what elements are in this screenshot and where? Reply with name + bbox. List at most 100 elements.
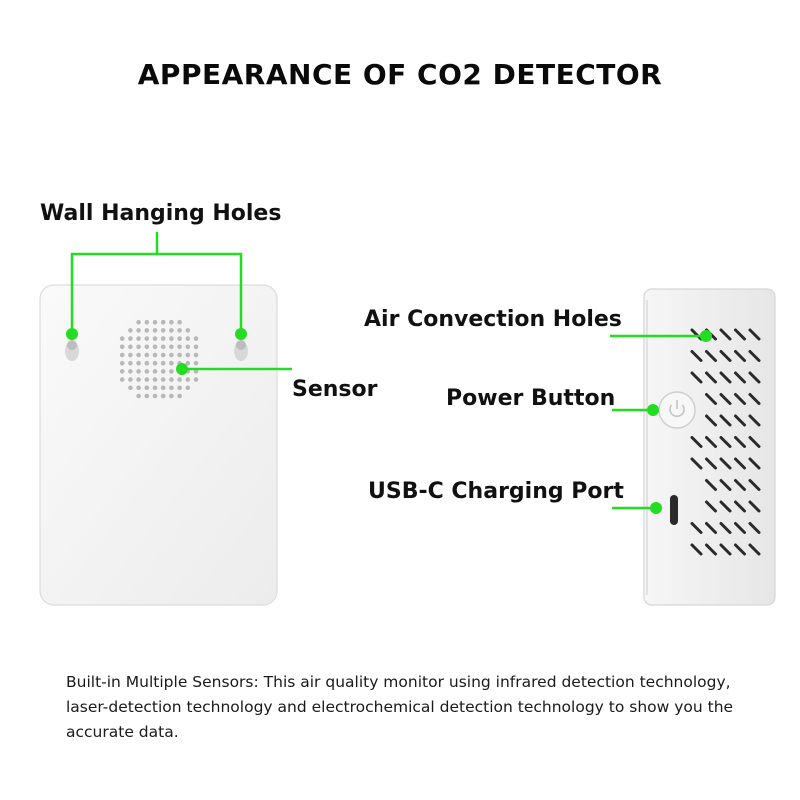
vent-slot <box>719 350 732 362</box>
vent-slot <box>705 350 717 362</box>
product-description: Built-in Multiple Sensors: This air qual… <box>66 673 734 741</box>
vent-slot <box>734 522 746 534</box>
sensor-grille-hole <box>152 369 158 374</box>
sensor-grille-hole <box>152 360 158 366</box>
power-icon <box>669 400 685 418</box>
sensor-grille-hole <box>128 377 133 382</box>
sensor-grille-hole <box>193 344 199 350</box>
vent-slot <box>734 543 746 556</box>
callout-dots <box>66 328 712 514</box>
vent-slot <box>705 522 717 534</box>
vent-slot <box>690 522 703 534</box>
sensor-grille-hole <box>144 319 150 325</box>
sensor-grille-hole <box>169 328 174 333</box>
sensor-grille-hole <box>169 319 174 325</box>
sensor-grille-hole <box>185 352 191 358</box>
vent-slot <box>690 457 703 470</box>
sensor-grille-hole <box>119 360 125 366</box>
sensor-grille-hole <box>128 336 133 341</box>
usb-c-port <box>670 495 678 525</box>
sensor-grille-hole <box>177 377 182 382</box>
vent-slot <box>734 500 746 513</box>
sensor-grille-hole <box>169 377 174 382</box>
sensor-grille-hole <box>160 336 166 341</box>
sensor-grille-hole <box>152 385 158 391</box>
sensor-grille-hole <box>169 352 174 358</box>
vent-slot <box>734 457 746 470</box>
sensor-grille-hole <box>136 385 141 391</box>
wall-hanging-holes-label: Wall Hanging Holes <box>40 201 282 226</box>
vent-slot <box>719 522 732 534</box>
sensor-grille-hole <box>160 352 166 358</box>
vent-slot <box>748 457 761 470</box>
sensor-grille-hole <box>144 352 150 358</box>
sensor-grille-hole <box>119 377 125 382</box>
vent-slot <box>719 500 732 513</box>
callout-lines <box>70 232 706 510</box>
sensor-grille-hole <box>160 369 166 374</box>
vent-slot <box>719 457 732 470</box>
vent-slot <box>690 436 703 448</box>
sensor-grille-hole <box>152 352 158 358</box>
sensor-grille-hole <box>144 344 150 350</box>
air-convection-holes-label: Air Convection Holes <box>364 307 622 332</box>
sensor-grille-hole <box>152 344 158 350</box>
sensor-grille-hole <box>169 393 174 399</box>
vent-slot <box>690 328 703 341</box>
sensor-grille-hole <box>160 385 166 391</box>
sensor-grille-hole <box>128 352 133 358</box>
vent-slot <box>748 522 761 534</box>
sensor-grille-hole <box>136 360 141 366</box>
vent-slot <box>719 371 732 384</box>
vent-slot <box>748 393 761 405</box>
sensor-grille <box>119 319 199 399</box>
vent-slot <box>734 371 746 384</box>
sensor-grille-hole <box>193 377 199 382</box>
sensor-grille-hole <box>144 377 150 382</box>
sensor-grille-hole <box>193 336 199 341</box>
vent-slot <box>705 457 717 470</box>
vent-slot <box>748 436 761 448</box>
sensor-grille-hole <box>169 336 174 341</box>
vent-slot <box>705 436 717 448</box>
sensor-grille-hole <box>193 352 199 358</box>
power-button-body <box>658 391 696 429</box>
sensor-grille-hole <box>128 385 133 391</box>
vent-slot <box>705 543 717 556</box>
vent-slot <box>705 393 717 405</box>
vent-slot <box>719 393 732 405</box>
sensor-grille-hole <box>152 319 158 325</box>
vent-slot <box>734 328 746 341</box>
vent-slot <box>690 543 703 556</box>
sensor-grille-hole <box>160 319 166 325</box>
vent-slot <box>748 479 761 491</box>
sensor-grille-hole <box>160 360 166 366</box>
vent-slot <box>748 350 761 362</box>
sensor-grille-hole <box>144 385 150 391</box>
sensor-grille-hole <box>185 344 191 350</box>
sensor-grille-hole <box>152 336 158 341</box>
sensor-grille-hole <box>152 377 158 382</box>
vent-slot <box>705 479 717 491</box>
page-title: APPEARANCE OF CO2 DETECTOR <box>137 58 663 91</box>
sensor-grille-hole <box>177 385 182 391</box>
sensor-grille-hole <box>177 336 182 341</box>
sensor-grille-hole <box>144 360 150 366</box>
sensor-grille-hole <box>185 385 191 391</box>
vent-slot <box>690 371 703 384</box>
vent-slot <box>748 328 761 341</box>
sensor-grille-hole <box>177 319 182 325</box>
sensor-label: Sensor <box>292 377 378 402</box>
sensor-grille-hole <box>136 336 141 341</box>
sensor-grille-hole <box>169 369 174 374</box>
vent-slot <box>719 436 732 448</box>
vent-slot <box>748 371 761 384</box>
sensor-grille-hole <box>177 352 182 358</box>
sensor-grille-hole <box>144 393 150 399</box>
power-button-label: Power Button <box>446 386 616 411</box>
sensor-grille-hole <box>144 328 150 333</box>
sensor-grille-hole <box>177 328 182 333</box>
sensor-grille-hole <box>169 360 174 366</box>
sensor-grille-hole <box>128 328 133 333</box>
